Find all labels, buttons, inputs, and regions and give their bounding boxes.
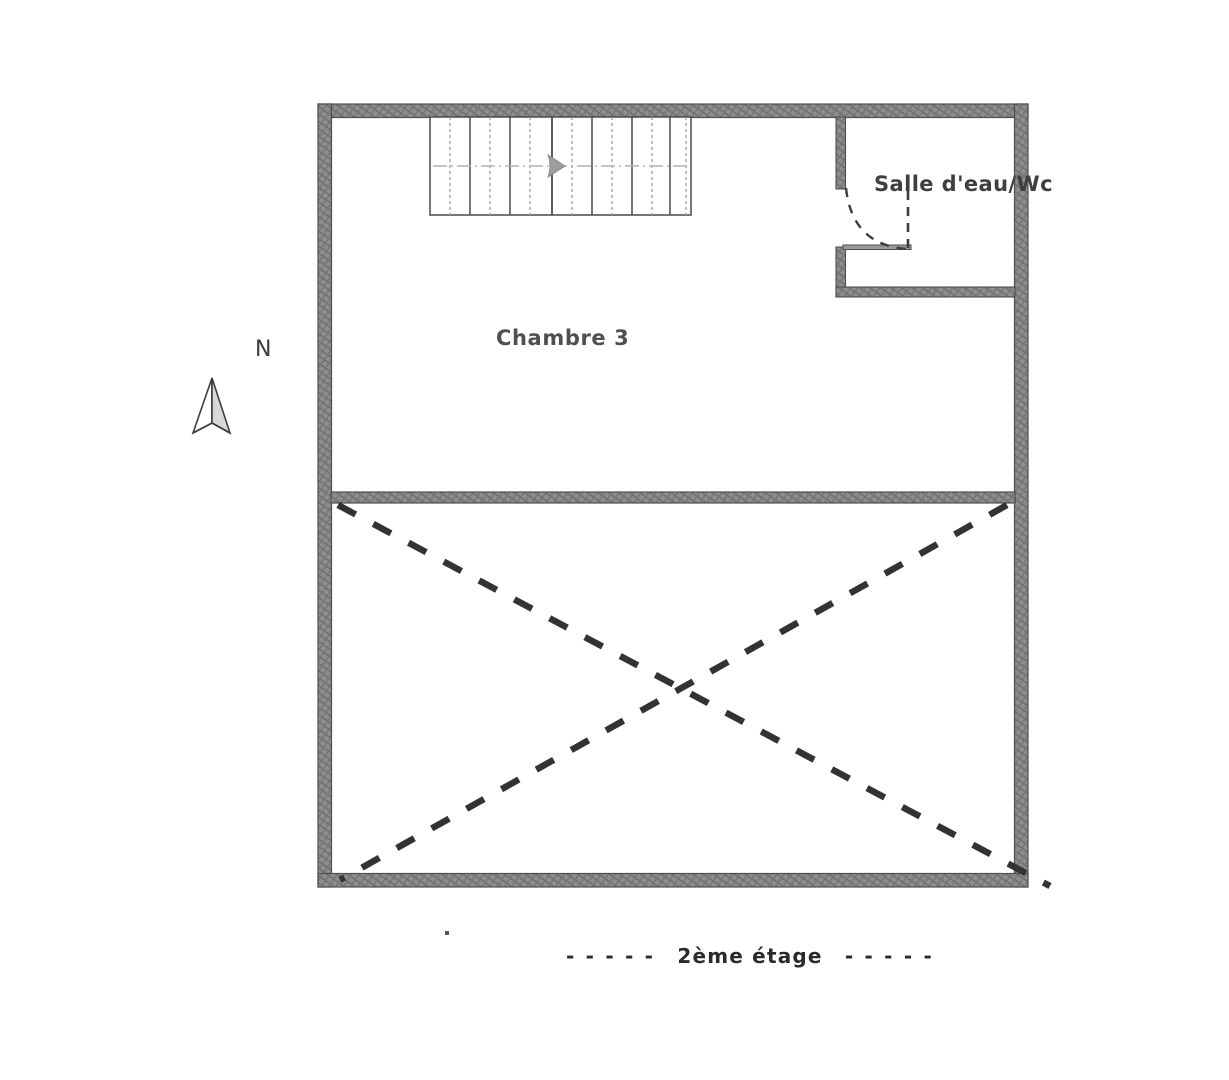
bathroom-door <box>844 187 910 251</box>
floor-caption-lead-dashes: - - - - - <box>566 944 656 968</box>
floor-caption-trail-dashes: - - - - - <box>844 944 935 968</box>
exterior-wall-top <box>317 103 1029 119</box>
north-arrow-icon <box>191 377 232 435</box>
open-void-cross <box>336 502 1052 889</box>
floor-caption-text: 2ème étage <box>677 944 823 968</box>
exterior-wall-left <box>317 103 333 888</box>
staircase <box>429 116 692 216</box>
void-diagonal-down-right <box>336 502 1052 889</box>
ink-dot-artifact <box>445 931 449 935</box>
compass-north-label: N <box>255 337 272 362</box>
walls-group <box>317 103 1029 888</box>
floor-caption: - - - - - 2ème étage - - - - - <box>566 944 934 968</box>
exterior-wall-right <box>1013 103 1029 888</box>
void-diagonal-down-left <box>338 502 1009 883</box>
stair-direction-arrow <box>547 153 566 179</box>
room-label-chambre-3: Chambre 3 <box>496 326 630 350</box>
bathroom-walls <box>835 116 1016 298</box>
exterior-wall-bottom <box>317 872 1029 888</box>
interior-wall-horizontal-divider <box>330 491 1016 504</box>
door-swing-arc <box>844 187 908 251</box>
room-label-salle-deau-wc: Salle d'eau/Wc <box>874 172 1053 196</box>
